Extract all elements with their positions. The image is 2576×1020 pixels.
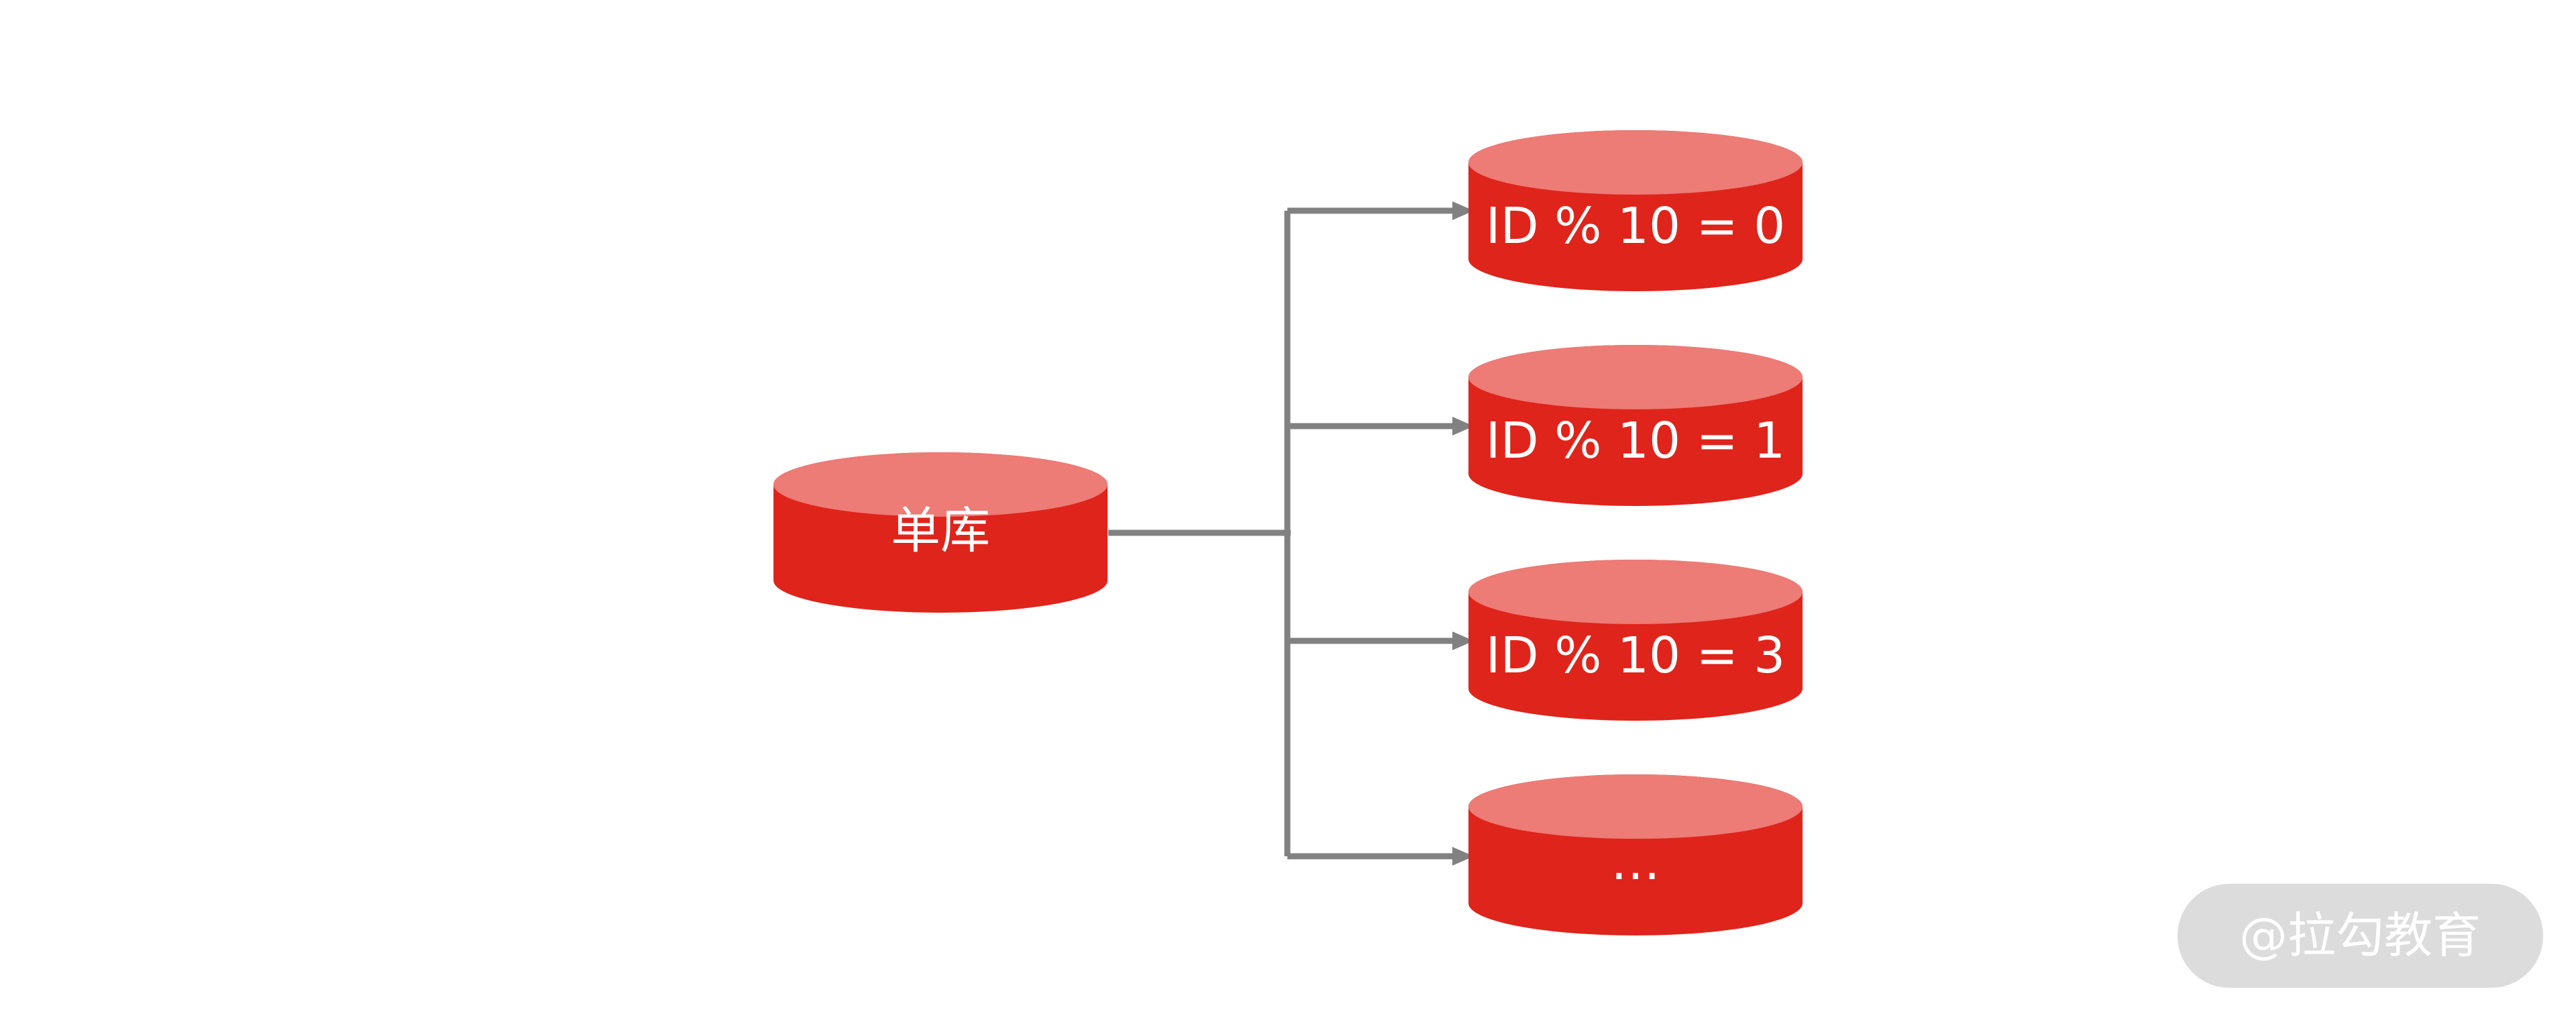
watermark-background [2178,884,2543,988]
database-top [1468,560,1803,624]
arrow-icon [1452,631,1474,650]
source-db-label: 单库 [891,502,990,560]
watermark: @拉勾教育 [2178,884,2543,988]
database-top [773,452,1108,517]
shard-label: … [1611,833,1660,891]
database-top [1468,345,1803,409]
shard-database-0: ID % 10 = 0 [1468,130,1803,291]
database-top [1468,130,1803,195]
shard-label: ID % 10 = 1 [1486,412,1785,470]
arrow-icon [1452,201,1474,220]
shard-label: ID % 10 = 3 [1486,627,1785,684]
database-top [1468,774,1803,839]
watermark-text: @拉勾教育 [2239,907,2481,964]
arrow-icon [1452,417,1474,436]
shard-database-1: ID % 10 = 1 [1468,345,1803,506]
source-database: 单库 [773,452,1108,613]
connectors [1108,201,1474,866]
shard-database-3: … [1468,774,1803,935]
shard-label: ID % 10 = 0 [1486,197,1785,255]
shard-database-2: ID % 10 = 3 [1468,560,1803,721]
arrow-icon [1452,847,1474,866]
